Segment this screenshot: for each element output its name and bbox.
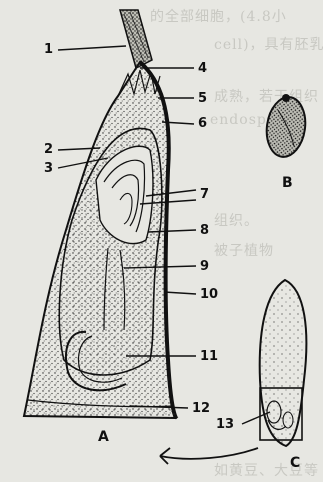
panel-label-b: B — [282, 176, 293, 190]
grain-whole-b — [263, 94, 309, 159]
panel-label-c: C — [290, 456, 300, 470]
callout-label: 7 — [200, 188, 209, 201]
callout-label: 1 — [44, 43, 53, 56]
callout-label: 9 — [200, 260, 209, 273]
callout-label: 10 — [200, 288, 218, 301]
panel-label-a: A — [98, 430, 109, 444]
callout-label: 8 — [200, 224, 209, 237]
callout-label: 5 — [198, 92, 207, 105]
grain-section-a — [24, 10, 176, 418]
callout-label: 3 — [44, 162, 53, 175]
callout-label: 6 — [198, 117, 207, 130]
callout-label: 12 — [192, 402, 210, 415]
callout-label: 4 — [198, 62, 207, 75]
callout-label: 13 — [216, 418, 234, 431]
callout-label: 2 — [44, 143, 53, 156]
callout-label: 11 — [200, 350, 218, 363]
grain-whole-c — [260, 280, 307, 446]
